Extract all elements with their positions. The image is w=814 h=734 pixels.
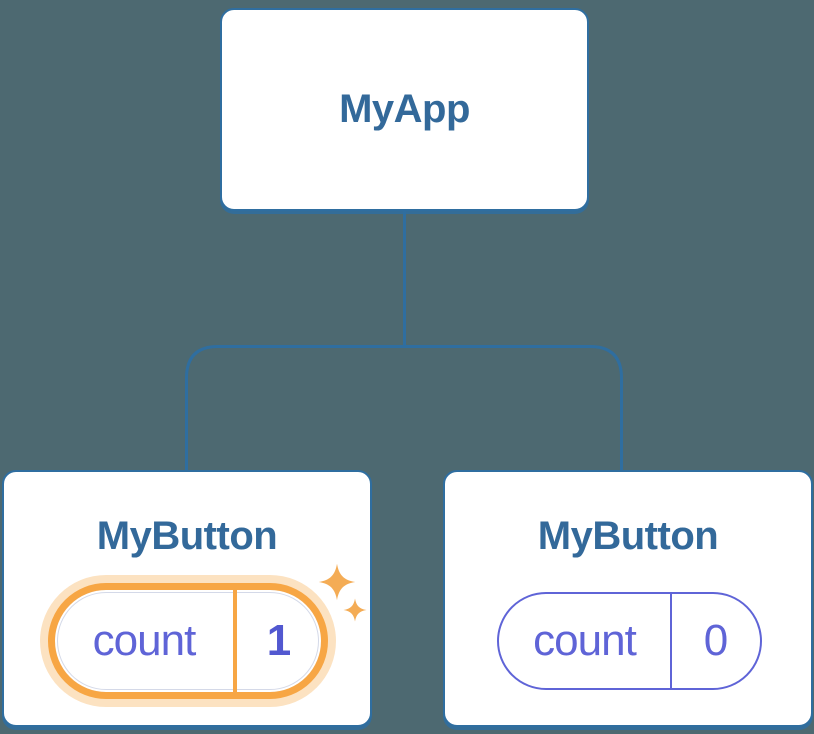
node-myapp-label: MyApp	[339, 87, 470, 131]
state-key-label: count	[92, 616, 197, 665]
node-mybutton-1-label: MyButton	[96, 514, 278, 558]
pill-divider	[233, 590, 237, 692]
state-value: 0	[703, 616, 729, 665]
state-key-label: count	[533, 616, 637, 665]
sparkle-icon	[343, 598, 367, 622]
state-value: 1	[266, 616, 292, 665]
state-pill: count 0	[497, 592, 762, 690]
node-mybutton-2: MyButton count 0	[443, 470, 813, 727]
state-pill-highlighted: count 1	[48, 583, 328, 699]
node-mybutton-1: MyButton count 1	[2, 470, 372, 727]
sparkle-icon	[318, 563, 356, 601]
node-mybutton-2-label: MyButton	[537, 514, 719, 558]
edge-root-to-children	[185, 345, 623, 470]
pill-divider	[670, 594, 672, 688]
node-myapp: MyApp	[220, 8, 589, 211]
